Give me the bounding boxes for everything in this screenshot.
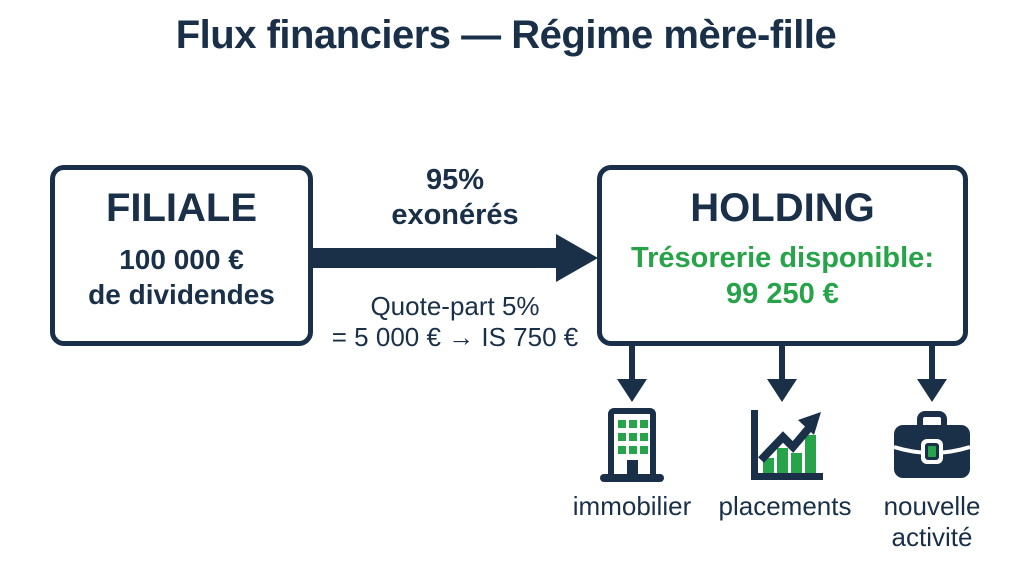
down-arrow-placements — [767, 343, 797, 403]
allocation-label-placements: placements — [718, 491, 852, 521]
down-arrow-nouvelle-activite — [917, 343, 947, 403]
down-arrow-shaft — [929, 343, 935, 381]
quote-part-note-line2: = 5 000 € → IS 750 € — [331, 322, 579, 353]
allocation-nouvelle-activite: nouvelle activité — [854, 406, 1010, 552]
treasury-label: Trésorerie disponible: — [631, 242, 934, 274]
holding-treasury: Trésorerie disponible: 99 250 € — [602, 241, 963, 313]
exoneration-note-line2: exonérés — [391, 198, 519, 231]
exoneration-note-line1: 95% — [425, 164, 485, 196]
growth-chart-icon — [745, 406, 825, 482]
building-icon — [594, 406, 670, 482]
holding-name: HOLDING — [690, 186, 875, 230]
allocation-label-nouvelle-activite: nouvelle activité — [883, 491, 981, 552]
down-arrow-head — [767, 379, 797, 402]
down-arrow-immobilier — [617, 343, 647, 403]
dividend-arrow-head — [556, 234, 598, 282]
down-arrow-shaft — [779, 343, 785, 381]
exoneration-note: 95% exonérés — [318, 163, 592, 233]
quote-part-note-line1: Quote-part 5% — [370, 291, 540, 321]
down-arrow-head — [617, 379, 647, 402]
quote-part-note: Quote-part 5% = 5 000 € → IS 750 € — [318, 291, 592, 353]
diagram-title: Flux financiers — Régime mère-fille — [175, 13, 837, 57]
down-arrow-shaft — [629, 343, 635, 381]
filiale-amount-caption: de dividendes — [88, 278, 275, 310]
allocation-immobilier: immobilier — [554, 406, 710, 522]
treasury-amount: 99 250 € — [726, 277, 839, 310]
dividend-arrow-shaft — [313, 248, 560, 268]
filiale-box: FILIALE 100 000 € de dividendes — [50, 165, 313, 346]
allocation-placements: placements — [707, 406, 863, 522]
briefcase-icon — [891, 406, 973, 482]
filiale-name: FILIALE — [105, 186, 258, 230]
filiale-dividends: 100 000 € de dividendes — [55, 243, 308, 312]
filiale-amount: 100 000 € — [119, 244, 244, 275]
down-arrow-head — [917, 379, 947, 402]
holding-box: HOLDING Trésorerie disponible: 99 250 € — [597, 165, 968, 346]
allocation-label-immobilier: immobilier — [572, 491, 692, 521]
